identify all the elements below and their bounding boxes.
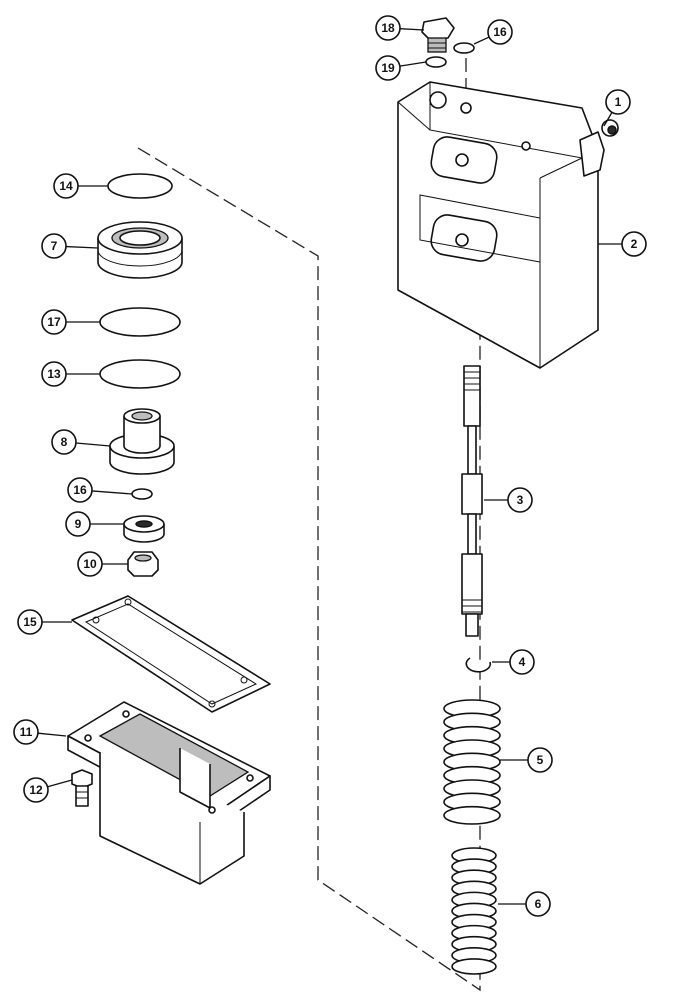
callout-circle [525, 891, 551, 917]
callout-circle [375, 55, 401, 81]
callout-number: 18 [381, 21, 395, 35]
callout-circle [41, 309, 67, 335]
callout-number: 19 [381, 61, 395, 75]
spring-coil [443, 805, 501, 825]
callout-number: 8 [61, 435, 68, 449]
callout-circle [605, 89, 631, 115]
callout-circle [41, 361, 67, 387]
callout-circle [65, 511, 91, 537]
callout-13: 13 [41, 361, 100, 387]
callout-leader [47, 779, 73, 788]
ring-17 [99, 307, 181, 337]
callout-5: 5 [500, 747, 553, 773]
callout-circle [77, 551, 103, 577]
callout-circle [527, 747, 553, 773]
callout-circle [41, 233, 67, 259]
callout-number: 7 [51, 239, 58, 253]
callout-8: 8 [51, 429, 111, 455]
callout-number: 16 [493, 25, 507, 39]
cover-8 [109, 408, 175, 475]
callout-9: 9 [65, 511, 124, 537]
spool-shaft [461, 365, 483, 637]
callout-number: 10 [83, 557, 97, 571]
callout-number: 11 [20, 725, 33, 739]
callout-12: 12 [23, 777, 73, 803]
callout-leader [75, 442, 111, 447]
callout-7: 7 [41, 233, 99, 259]
o-ring-19 [425, 56, 447, 68]
callout-circle [13, 719, 39, 745]
callout-1: 1 [603, 89, 631, 127]
callout-number: 2 [631, 237, 638, 251]
nut-10 [127, 551, 159, 577]
o-ring-left [131, 488, 153, 500]
callout-leader [603, 112, 613, 127]
callout-circle [509, 649, 535, 675]
callout-11: 11 [13, 719, 67, 745]
callout-number: 1 [615, 95, 622, 109]
callout-number: 16 [73, 483, 87, 497]
callout-number: 4 [519, 655, 526, 669]
callout-circle [375, 15, 401, 41]
callout-number: 15 [23, 615, 37, 629]
seal-body-7 [97, 221, 183, 279]
callout-2: 2 [598, 231, 647, 257]
plug-part [421, 17, 455, 53]
callout-leader [91, 490, 133, 495]
spring-coil [451, 958, 497, 975]
callout-16: 16 [67, 477, 133, 503]
cap-part [601, 119, 619, 137]
callout-3: 3 [484, 487, 533, 513]
callout-leader [399, 61, 427, 67]
callout-circle [23, 777, 49, 803]
callout-number: 13 [47, 367, 61, 381]
callout-number: 5 [537, 753, 544, 767]
callout-14: 14 [53, 173, 108, 199]
callout-leader [65, 245, 99, 249]
bolt-12 [71, 769, 93, 807]
callout-17: 17 [41, 309, 100, 335]
callout-circle [507, 487, 533, 513]
callout-18: 18 [375, 15, 425, 41]
callout-10: 10 [77, 551, 128, 577]
callout-number: 9 [75, 517, 82, 531]
ring-13 [99, 359, 181, 389]
callout-circle [621, 231, 647, 257]
callout-number: 14 [59, 179, 73, 193]
callout-15: 15 [17, 609, 72, 635]
callout-circle [487, 19, 513, 45]
callout-number: 3 [517, 493, 524, 507]
callout-19: 19 [375, 55, 427, 81]
clip-part [465, 657, 492, 673]
valve-housing [397, 81, 605, 369]
callout-circle [51, 429, 77, 455]
callout-16: 16 [473, 19, 513, 45]
callout-leader [399, 28, 425, 31]
callout-6: 6 [498, 891, 551, 917]
callout-leader [473, 36, 490, 45]
callout-number: 6 [535, 897, 542, 911]
callout-circle [67, 477, 93, 503]
base-housing-11 [67, 701, 271, 885]
callout-circle [17, 609, 43, 635]
spring-outer [443, 699, 501, 825]
callout-4: 4 [492, 649, 535, 675]
spring-inner [451, 847, 497, 975]
gasket-15 [71, 595, 271, 713]
ring-14 [107, 173, 173, 199]
callout-leader [37, 732, 67, 737]
bearing-9 [123, 515, 165, 543]
o-ring-top [453, 42, 475, 54]
callout-circle [53, 173, 79, 199]
callout-number: 17 [47, 315, 61, 329]
callout-number: 12 [29, 783, 43, 797]
